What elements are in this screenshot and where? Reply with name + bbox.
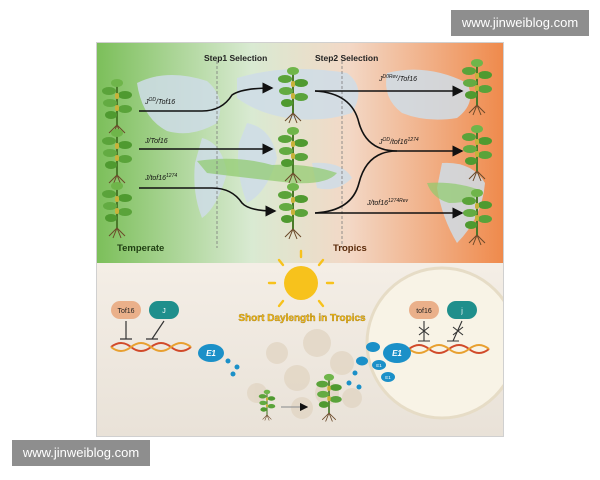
tof16-label-right: tof16: [416, 308, 432, 315]
e1-label-left: E1: [206, 349, 216, 358]
step1-label: Step1 Selection: [204, 53, 267, 63]
figure: Step1 Selection Step2 Selection JOD/Tof1…: [96, 42, 504, 437]
step2-label: Step2 Selection: [315, 53, 378, 63]
e1-label-right: E1: [392, 349, 402, 358]
short-daylength-title: Short Daylength in Tropics: [238, 313, 366, 324]
watermark-top: www.jinweiblog.com: [451, 10, 589, 36]
e1-dot: [353, 371, 358, 376]
j-label-right: j: [460, 308, 463, 315]
e1-dot: [226, 359, 231, 364]
figure-canvas: Step1 Selection Step2 Selection JOD/Tof1…: [97, 43, 503, 436]
e1-dot: [231, 372, 236, 377]
e1-small-label: E1: [385, 375, 391, 380]
e1-small-label: E1: [376, 363, 382, 368]
watermark-bottom: www.jinweiblog.com: [12, 440, 150, 466]
genotype-left-2: J/Tof16: [144, 138, 168, 145]
temperate-label: Temperate: [117, 243, 164, 254]
e1-dot: [347, 381, 352, 386]
e1-dot: [357, 385, 362, 390]
e1-small: [356, 357, 368, 366]
soymilk-bowl: [367, 268, 503, 418]
j-label-left: J: [162, 308, 166, 315]
tropics-label: Tropics: [333, 243, 367, 254]
e1-small: [366, 342, 380, 352]
tof16-label-left: Tof16: [117, 308, 134, 315]
e1-dot: [235, 365, 240, 370]
